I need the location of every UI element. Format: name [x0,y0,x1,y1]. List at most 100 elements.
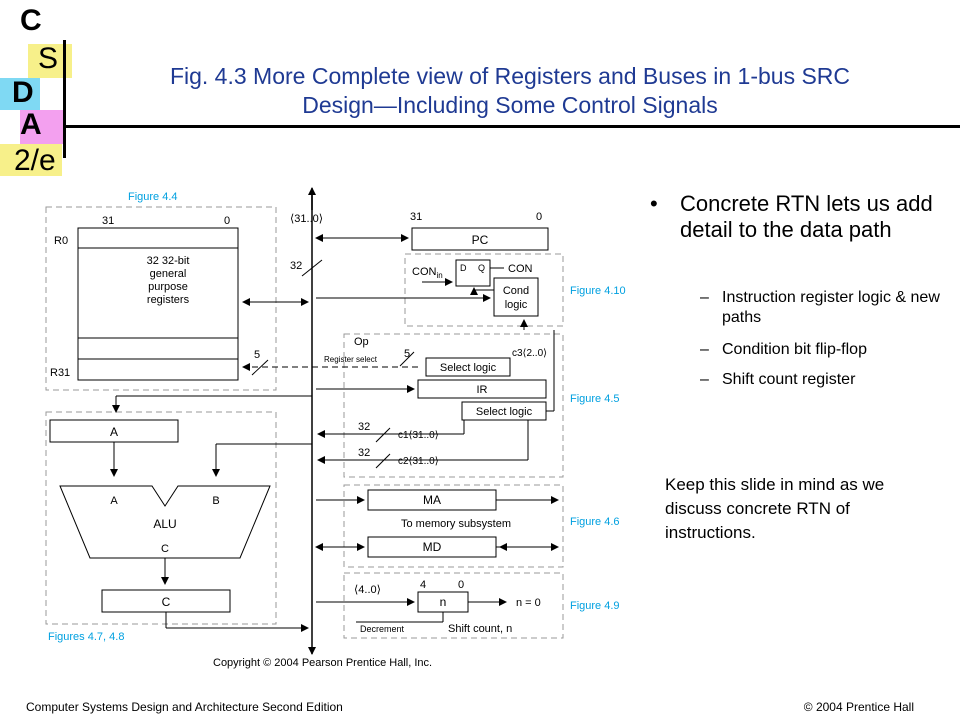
ref-figure-4-4: Figure 4.4 [128,191,178,203]
ref-figures-4-7-4-8: Figures 4.7, 4.8 [48,631,124,643]
c2-width: 32 [358,447,370,459]
regfile-r31: R31 [50,367,70,379]
pc-register [411,227,549,251]
footer-copyright: © 2004 Prentice Hall [803,700,914,714]
ma-label: MA [423,493,441,507]
shift-n: n [440,595,447,609]
register-file [77,227,239,381]
bus-width-label: 32 [290,260,302,272]
ir-register-select: Register select [324,355,378,364]
sub-bullet-2-text: Condition bit flip-flop [722,341,867,358]
logo-letter-d: D [12,76,34,109]
regsel-slash [251,359,269,376]
ref-figure-4-6: Figure 4.6 [570,516,620,528]
regfile-desc-1: 32 32-bit [147,255,190,267]
region-regfile [45,206,277,391]
alu-label: ALU [153,517,176,531]
alu-in-b: B [212,495,219,507]
slide-title: Fig. 4.3 More Complete view of Registers… [70,62,950,120]
shift-bit0: 0 [458,579,464,591]
regfile-bit31: 31 [102,215,114,227]
c1-label: c1⟨31..0⟩ [398,430,439,441]
slide-title-line1: Fig. 4.3 More Complete view of Registers… [169,63,851,89]
alu-in-a: A [110,495,118,507]
select-logic-top [425,357,511,377]
logo-letter-c: C [20,4,42,37]
logo-magenta-block [20,110,64,144]
con-flipflop [455,259,491,287]
c1-width: 32 [358,421,370,433]
ir-five: 5 [404,348,410,360]
slide-title-line2: Design—Including Some Control Signals [302,92,718,118]
logo-letter-s: S [38,42,59,75]
select-logic-bottom-label: Select logic [476,406,533,418]
logo-yellow-block-2 [0,144,62,176]
bus-width-slash [301,259,323,277]
select-logic-top-label: Select logic [440,362,497,374]
con-in-label: CONin [412,266,443,280]
region-shift [343,572,564,639]
datapath-figure: Figure 4.4 Figure 4.10 Figure 4.5 Figure… [38,180,658,680]
regsel-width: 5 [254,349,260,361]
ir-sel-slash [399,351,415,367]
ref-figure-4-9: Figure 4.9 [570,600,620,612]
region-cond [404,253,564,327]
regfile-bit0: 0 [224,215,230,227]
header-rule-horizontal [63,125,960,128]
datapath-diagram: Figure 4.4 Figure 4.10 Figure 4.5 Figure… [45,187,626,669]
ir-op: Op [354,336,369,348]
logo-cyan-block [0,78,40,110]
ir-register [417,379,547,399]
ir-label: IR [477,384,488,396]
alu-out-c: C [161,543,169,555]
regfile-desc-3: purpose [148,281,188,293]
ref-figure-4-5: Figure 4.5 [570,393,620,405]
shift-n-eq-zero: n = 0 [516,597,541,609]
ff-d: D [460,263,467,273]
shift-bit4: 4 [420,579,426,591]
bus-range-label: ⟨31..0⟩ [290,213,323,225]
ff-q: Q [478,263,485,273]
pc-label: PC [472,233,489,247]
sub-bullet-3: – Shift count register [700,370,950,390]
cond-logic-1: Cond [503,285,529,297]
cond-logic [493,277,539,317]
regfile-desc-2: general [150,268,187,280]
sub-bullet-1: – Instruction register logic & new paths [700,288,950,328]
footer-book-title: Computer Systems Design and Architecture… [26,700,343,714]
slide-note: Keep this slide in mind as we discuss co… [665,475,885,542]
bullet-dot: • [650,191,658,216]
shift-count-label: Shift count, n [448,623,512,635]
c2-slash [375,453,391,469]
bullet-main: • Concrete RTN lets us add detail to the… [650,191,950,243]
logo-edition: 2/e [14,144,56,177]
to-memory-label: To memory subsystem [401,518,511,530]
sub-bullet-2: – Condition bit flip-flop [700,340,950,360]
bullet-main-text: Concrete RTN lets us add detail to the d… [680,191,933,242]
c1-slash [375,427,391,443]
cond-logic-2: logic [505,299,528,311]
region-memory [343,484,564,568]
ref-figure-4-10: Figure 4.10 [570,285,626,297]
sub-bullet-dash: – [700,341,709,358]
sub-bullet-3-text: Shift count register [722,371,856,388]
c2-label: c2⟨31..0⟩ [398,456,439,467]
figure-copyright: Copyright © 2004 Pearson Prentice Hall, … [213,657,432,669]
alu-shape [59,485,271,559]
md-label: MD [423,540,442,554]
regfile-r0: R0 [54,235,68,247]
regfile-desc-4: registers [147,294,190,306]
region-ir [343,333,564,478]
logo-letter-a: A [20,108,42,141]
con-out-label: CON [508,263,533,275]
header-rule-vertical [63,40,66,158]
c-register-label: C [162,595,171,609]
a-register-label: A [110,425,118,439]
region-alu [45,411,277,625]
ir-c3: c3⟨2..0⟩ [512,348,547,359]
sub-bullet-dash: – [700,371,709,388]
shift-decrement: Decrement [360,624,405,634]
shift-range: ⟨4..0⟩ [354,584,381,596]
pc-bit31: 31 [410,211,422,223]
sub-bullet-dash: – [700,289,709,306]
